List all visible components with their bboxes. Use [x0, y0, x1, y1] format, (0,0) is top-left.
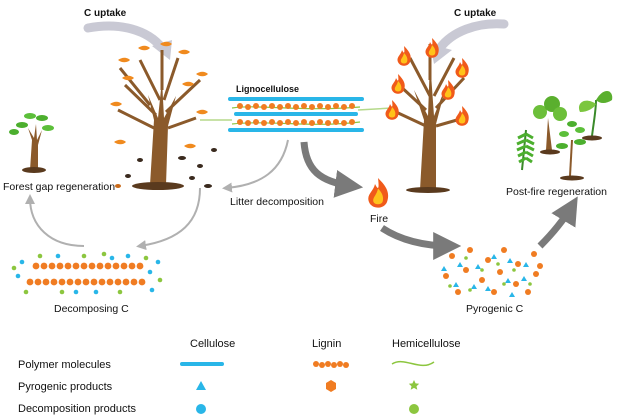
- lignocellulose-label: Lignocellulose: [236, 84, 299, 94]
- legend-row-polymer: Polymer molecules: [18, 359, 111, 371]
- fire-label: Fire: [370, 213, 388, 225]
- litter-decomposition-label: Litter decomposition: [230, 196, 324, 208]
- legend-hemicellulose-pyrogenic: [408, 380, 420, 390]
- post-fire-label: Post-fire regeneration: [506, 186, 607, 198]
- to-decomposing-c-arrow: [136, 187, 201, 251]
- to-forest-gap-arrow: [25, 194, 85, 247]
- c-uptake-label-left: C uptake: [84, 8, 127, 19]
- c-uptake-arrow-left: [83, 21, 172, 60]
- hemicellulose-link-right: [357, 107, 393, 111]
- legend-col-lignin: Lignin: [312, 338, 341, 350]
- legend: Cellulose Lignin Hemicellulose Polymer m…: [18, 338, 460, 415]
- decomposing-c-label: Decomposing C: [54, 303, 129, 315]
- legend-col-cellulose: Cellulose: [190, 338, 235, 350]
- legend-row-decomposition: Decomposition products: [18, 403, 137, 415]
- autumn-tree: [110, 41, 208, 190]
- to-fire-arrow: [300, 141, 364, 198]
- sapling-tree: [9, 113, 54, 173]
- legend-lignin-pyrogenic: [326, 380, 336, 392]
- pyrogenic-c-cluster: [441, 247, 543, 297]
- c-uptake-arrow-right: [430, 19, 509, 64]
- legend-lignin-polymer: [313, 361, 349, 368]
- legend-hemicellulose-decomposition: [409, 404, 419, 414]
- legend-cellulose-decomposition: [196, 404, 206, 414]
- legend-hemicellulose-polymer: [391, 360, 435, 367]
- to-post-fire-arrow: [537, 196, 578, 249]
- legend-cellulose-polymer: [180, 362, 224, 366]
- c-uptake-label-right: C uptake: [454, 8, 497, 19]
- legend-row-pyrogenic: Pyrogenic products: [18, 381, 113, 393]
- pyrogenic-c-label: Pyrogenic C: [466, 303, 524, 315]
- post-fire-plants: [516, 90, 613, 181]
- lignocellulose-bundle: [228, 97, 364, 132]
- decomposing-c-cluster: [11, 251, 163, 295]
- legend-cellulose-pyrogenic: [196, 381, 206, 390]
- to-pyrogenic-c-arrow: [380, 225, 462, 260]
- legend-col-hemicellulose: Hemicellulose: [392, 338, 460, 350]
- to-litter-decomposition-arrow: [222, 139, 289, 193]
- burning-tree: [385, 38, 469, 193]
- forest-gap-label: Forest gap regeneration: [3, 181, 115, 193]
- falling-litter: [115, 148, 217, 188]
- fire-icon: [368, 178, 389, 208]
